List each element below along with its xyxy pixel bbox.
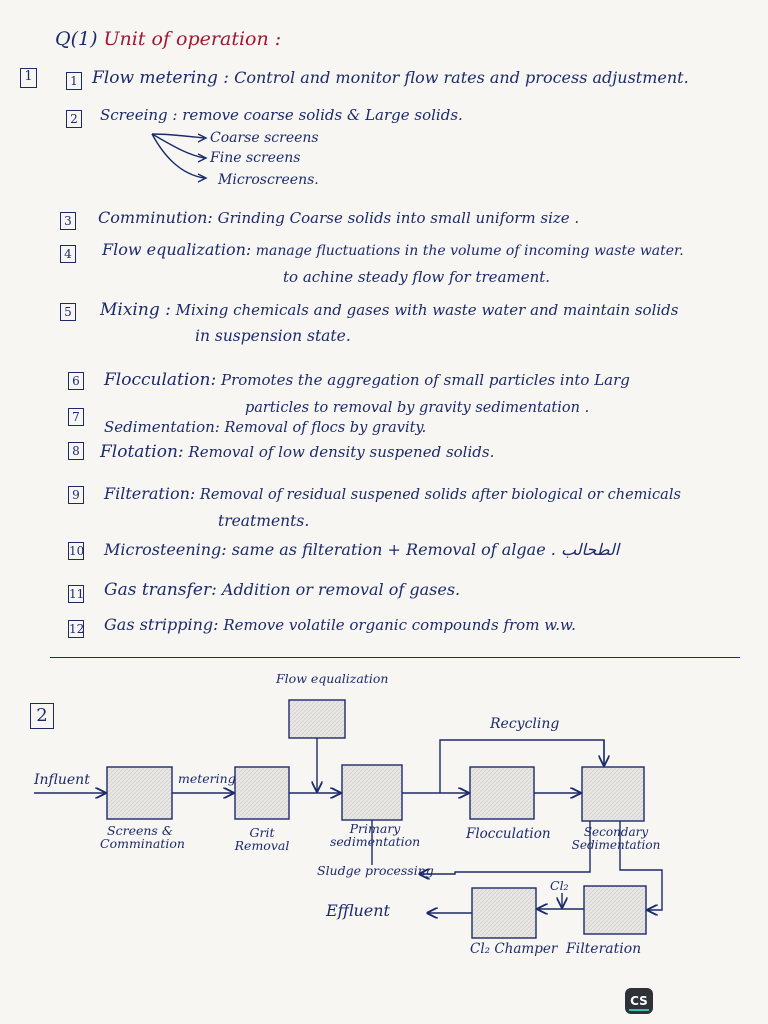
item-12: Gas stripping: Remove volatile organic c… bbox=[104, 615, 576, 634]
item-3-name: Comminution: bbox=[98, 208, 213, 227]
item-11-name: Gas transfer: bbox=[104, 580, 217, 600]
item-11: Gas transfer: Addition or removal of gas… bbox=[104, 580, 460, 600]
item-2-number: 2 bbox=[66, 110, 82, 128]
label-screens: Screens & Commination bbox=[100, 823, 185, 851]
secondary-to-filteration-arrow bbox=[619, 821, 663, 910]
item-7-desc: Removal of flocs by gravity. bbox=[224, 420, 427, 436]
flocculation-box bbox=[469, 766, 535, 820]
label-grit: Grit Removal bbox=[234, 825, 290, 853]
item-8-number: 8 bbox=[68, 442, 84, 460]
item-8: Flotation: Removal of low density suspen… bbox=[100, 442, 494, 462]
item-9-number: 9 bbox=[68, 486, 84, 504]
item-9-name: Filteration: bbox=[104, 484, 196, 503]
item-4-desc: manage fluctuations in the volume of inc… bbox=[255, 243, 684, 259]
heading-title: Unit of operation : bbox=[103, 28, 282, 50]
item-1: Flow metering : Control and monitor flow… bbox=[92, 68, 689, 88]
item-9-desc: Removal of residual suspened solids afte… bbox=[199, 487, 681, 503]
section-1-marker: 1 bbox=[20, 68, 37, 88]
label-primary: Primary sedimentation bbox=[330, 821, 421, 849]
item-5-desc: Mixing chemicals and gases with waste wa… bbox=[175, 301, 679, 319]
item-4: Flow equalization: manage fluctuations i… bbox=[102, 240, 684, 259]
secondary-box bbox=[581, 766, 645, 822]
item-6: Flocculation: Promotes the aggregation o… bbox=[104, 370, 630, 390]
cl2-chamber-box bbox=[471, 887, 537, 939]
label-recycling: Recycling bbox=[490, 716, 560, 732]
item-10-name: Microsteening: bbox=[104, 540, 227, 559]
item-11-desc: Addition or removal of gases. bbox=[221, 580, 461, 599]
item-6-desc: Promotes the aggregation of small partic… bbox=[221, 371, 630, 389]
item-4-continuation: to achine steady flow for treament. bbox=[283, 268, 551, 286]
item-8-name: Flotation: bbox=[100, 442, 184, 462]
grit-box bbox=[234, 766, 290, 820]
item-6-name: Flocculation: bbox=[104, 370, 217, 390]
item-7-name: Sedimentation: bbox=[104, 418, 220, 436]
item-9-continuation: treatments. bbox=[218, 512, 310, 530]
screen-type-coarse: Coarse screens bbox=[210, 130, 319, 146]
question-number: Q(1) bbox=[55, 28, 98, 50]
item-6-continuation: particles to removal by gravity sediment… bbox=[245, 400, 590, 416]
label-secondary: Secondary Sedimentation bbox=[571, 825, 661, 852]
item-11-number: 11 bbox=[68, 585, 85, 603]
item-4-name: Flow equalization: bbox=[102, 240, 252, 259]
item-2-name: Screeing : bbox=[100, 106, 178, 124]
item-10: Microsteening: same as filteration + Rem… bbox=[104, 540, 619, 559]
item-4-number: 4 bbox=[60, 245, 76, 263]
item-2-desc: remove coarse solids & Large solids. bbox=[182, 106, 463, 124]
item-1-desc: Control and monitor flow rates and proce… bbox=[234, 68, 689, 87]
sludge-arrow bbox=[420, 821, 591, 874]
label-flow-equalization: Flow equalization bbox=[276, 671, 389, 686]
page-heading: Q(1) Unit of operation : bbox=[55, 28, 281, 50]
label-cl2: Cl₂ bbox=[550, 878, 569, 893]
screen-type-fine: Fine screens bbox=[210, 150, 301, 166]
screens-branch-arrows bbox=[151, 133, 208, 183]
item-2: Screeing : remove coarse solids & Large … bbox=[100, 106, 463, 124]
filteration-box bbox=[583, 885, 647, 935]
screens-box bbox=[106, 766, 173, 820]
label-influent: Influent bbox=[34, 772, 90, 788]
item-7-number: 7 bbox=[68, 408, 84, 426]
item-5-number: 5 bbox=[60, 303, 76, 321]
item-3: Comminution: Grinding Coarse solids into… bbox=[98, 208, 579, 227]
item-10-number: 10 bbox=[68, 542, 85, 560]
screen-type-micro: Microscreens. bbox=[218, 172, 319, 188]
process-flow-diagram bbox=[34, 699, 663, 939]
label-cl2-chamber: Cl₂ Champer bbox=[470, 941, 558, 957]
item-1-number: 1 bbox=[66, 72, 82, 90]
item-1-name: Flow metering : bbox=[92, 68, 230, 88]
item-5-name: Mixing : bbox=[100, 300, 171, 320]
item-12-desc: Remove volatile organic compounds from w… bbox=[223, 616, 576, 634]
item-8-desc: Removal of low density suspened solids. bbox=[188, 443, 495, 461]
label-metering: metering bbox=[178, 771, 236, 786]
section-divider bbox=[50, 657, 740, 658]
item-12-number: 12 bbox=[68, 620, 85, 638]
item-9: Filteration: Removal of residual suspene… bbox=[104, 484, 681, 503]
label-flocculation: Flocculation bbox=[466, 826, 551, 842]
section-2-marker: 2 bbox=[30, 703, 54, 729]
item-6-number: 6 bbox=[68, 372, 84, 390]
item-3-desc: Grinding Coarse solids into small unifor… bbox=[217, 209, 580, 227]
item-7: Sedimentation: Removal of flocs by gravi… bbox=[104, 418, 426, 436]
label-sludge-processing: Sludge processing bbox=[317, 863, 434, 878]
camscanner-logo: CS bbox=[625, 988, 653, 1014]
flow-equalization-box bbox=[288, 699, 346, 739]
item-10-desc: same as filteration + Removal of algae .… bbox=[231, 540, 620, 559]
primary-box bbox=[341, 764, 403, 821]
item-12-name: Gas stripping: bbox=[104, 615, 219, 634]
label-filteration: Filteration bbox=[566, 941, 642, 957]
item-5: Mixing : Mixing chemicals and gases with… bbox=[100, 300, 678, 320]
item-5-continuation: in suspension state. bbox=[195, 327, 351, 345]
item-3-number: 3 bbox=[60, 212, 76, 230]
label-effluent: Effluent bbox=[326, 901, 390, 920]
